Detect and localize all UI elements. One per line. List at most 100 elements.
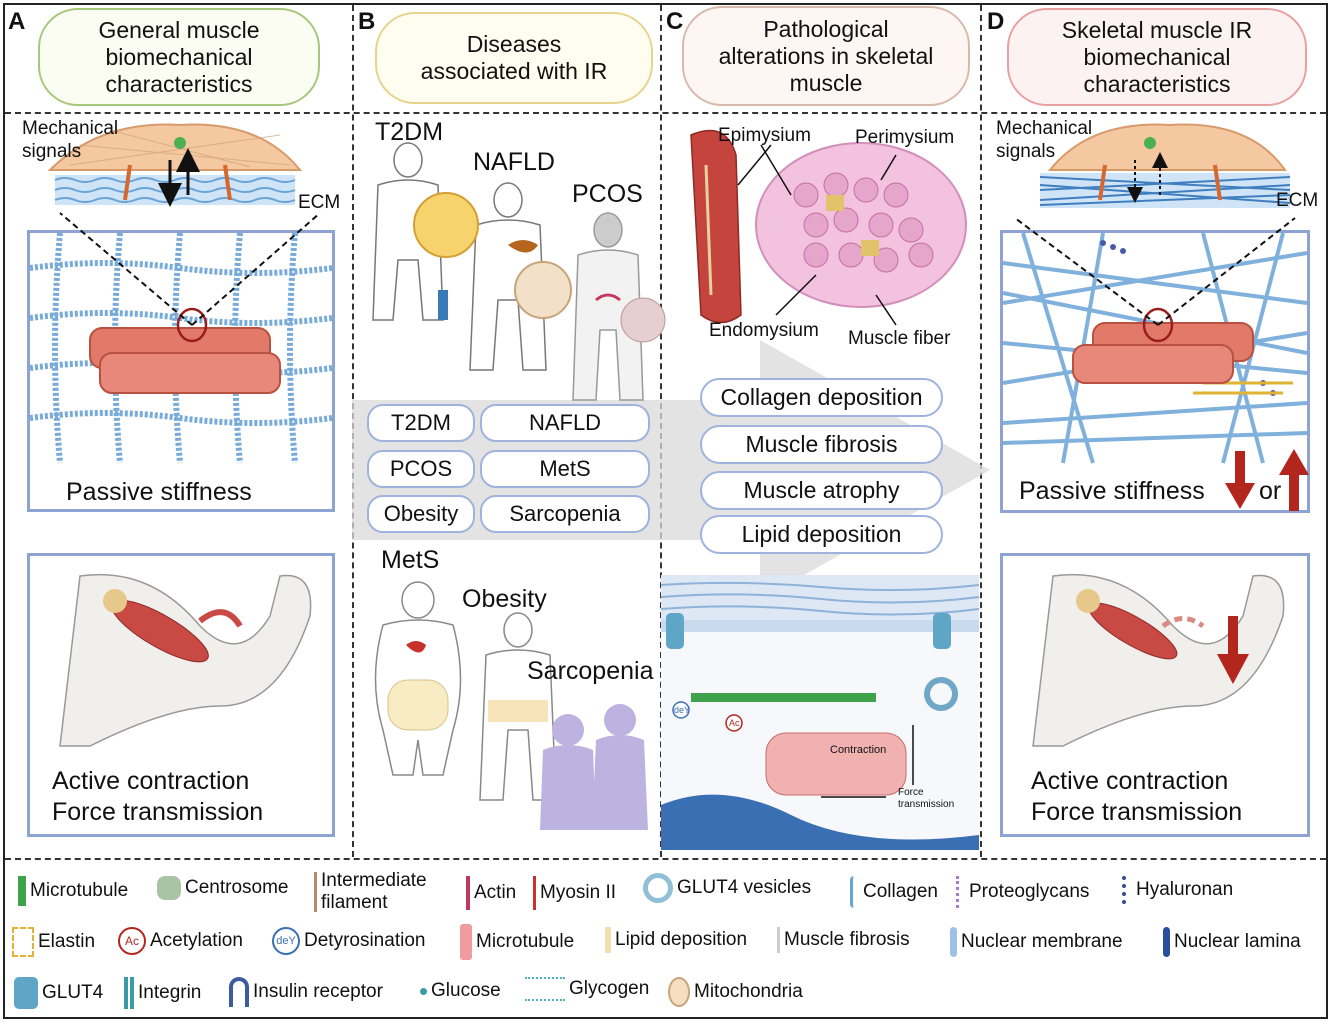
legend-label: Acetylation <box>150 930 243 951</box>
legend-label: Actin <box>474 882 517 903</box>
legend-item-hyaluronan: Hyaluronan <box>1122 876 1233 904</box>
arm-illustration <box>59 573 312 747</box>
force-transmission-label: Force transmission <box>898 787 954 811</box>
legend-label: GLUT4 vesicles <box>677 877 812 898</box>
title-line: Pathological <box>763 15 889 42</box>
title-line: alterations in skeletal <box>718 42 934 69</box>
title-line: biomechanical <box>105 43 253 70</box>
decrease-arrow <box>1225 451 1255 509</box>
insulin-receptor-icon <box>229 977 249 1007</box>
legend-item-mitochondria: Mitochondria <box>668 977 803 1007</box>
muscle-fiber-label: Muscle fiber <box>848 328 951 349</box>
sarcopenia-figure-label: Sarcopenia <box>527 657 654 685</box>
perimysium-label: Perimysium <box>855 127 955 148</box>
glycogen-icon <box>525 977 565 1001</box>
cell-mechanics-illustration <box>660 575 980 850</box>
legend-label: Myosin II <box>540 882 617 903</box>
legend-label: Microtubule <box>476 931 575 952</box>
panel-c-letter: C <box>666 8 684 35</box>
dey-badge: deY <box>674 705 691 715</box>
arm-illustration <box>1032 573 1285 747</box>
label-line: Intermediate <box>321 870 427 891</box>
alteration-tag: Collagen deposition <box>700 378 943 417</box>
endomysium-label: Endomysium <box>709 320 819 341</box>
label-line: Active contraction <box>1031 767 1229 795</box>
legend-item-nuclear-membrane: Nuclear membrane <box>950 927 1123 957</box>
disease-tag: T2DM <box>367 404 475 442</box>
passive-stiffness-label: Passive stiffness <box>66 478 252 506</box>
legend-label: Proteoglycans <box>969 881 1090 902</box>
ecm-label: ECM <box>298 192 341 213</box>
label-line: Mechanical <box>996 118 1093 139</box>
ecm-mesh-illustration <box>29 212 333 464</box>
contraction-label: Contraction <box>830 744 887 756</box>
label-line: signals <box>996 141 1056 162</box>
legend-item-glut4-vesicles: GLUT4 vesicles <box>643 873 811 903</box>
cell-on-ecm-illustration <box>47 123 303 207</box>
panel-a-letter: A <box>8 8 26 35</box>
legend-item-integrin: Integrin <box>124 977 201 1009</box>
muscle-cross-section-illustration <box>690 129 967 326</box>
intermediate-filament-icon <box>314 872 317 912</box>
label-line: Force transmission <box>1031 798 1243 826</box>
legend-item-insulin-receptor: Insulin receptor <box>229 977 383 1007</box>
legend-label: Collagen <box>863 881 938 902</box>
passive-stiffness-label: Passive stiffness <box>1019 477 1205 505</box>
legend-item-acetylation: Ac Acetylation <box>118 927 243 955</box>
legend-item-microtubule-bundle: Microtubule <box>460 924 574 960</box>
legend-item-lipid-deposition: Lipid deposition <box>605 927 747 953</box>
panel-a-title: General muscle biomechanical characteris… <box>38 8 320 106</box>
mechanical-signals-label: Mechanical signals <box>22 117 118 163</box>
disease-tag: MetS <box>480 450 650 488</box>
nuclear-membrane-icon <box>950 927 957 957</box>
mitochondria-icon <box>668 977 690 1007</box>
myosin-icon <box>533 876 536 910</box>
legend-label: Glycogen <box>569 978 650 999</box>
epimysium-label: Epimysium <box>718 125 811 146</box>
legend-label: Hyaluronan <box>1136 879 1234 900</box>
label-line: transmission <box>898 799 955 810</box>
alteration-tag: Muscle atrophy <box>700 471 943 510</box>
nafld-figure-label: NAFLD <box>473 148 555 176</box>
passive-stiffness-box-d: Passive stiffness or <box>1000 217 1310 513</box>
centrosome-icon <box>157 876 181 900</box>
disease-tag: NAFLD <box>480 404 650 442</box>
legend-item-intermediate-filament: Intermediate filament <box>314 870 427 914</box>
legend-item-muscle-fibrosis: Muscle fibrosis <box>777 927 910 953</box>
disease-tag: Obesity <box>367 495 475 533</box>
title-line: associated with IR <box>420 58 608 84</box>
legend-item-glut4: GLUT4 <box>14 977 103 1009</box>
legend-divider <box>5 858 1326 860</box>
lipid-deposition-icon <box>605 927 611 953</box>
label-line: Force transmission <box>52 798 264 826</box>
alteration-tag: Lipid deposition <box>700 515 943 554</box>
legend-label: Elastin <box>38 931 96 952</box>
legend-item-nuclear-lamina: Nuclear lamina <box>1163 927 1301 957</box>
disease-tag: Sarcopenia <box>480 495 650 533</box>
increase-arrow <box>1279 449 1309 511</box>
collagen-icon <box>850 876 859 908</box>
legend-label: Lipid deposition <box>615 929 748 950</box>
active-contraction-label: Active contraction Force transmission <box>52 766 263 828</box>
legend-item-microtubule: Microtubule <box>18 876 128 906</box>
legend-label: Integrin <box>138 982 202 1003</box>
passive-stiffness-box-a: Passive stiffness <box>27 212 335 512</box>
proteoglycan-icon <box>956 876 965 908</box>
legend-item-elastin: Elastin <box>12 927 95 957</box>
microtubule-bundle-icon <box>460 924 472 960</box>
label-line: Active contraction <box>52 767 250 795</box>
panel-b-letter: B <box>358 8 376 35</box>
active-contraction-box-a: Active contraction Force transmission <box>27 553 335 837</box>
title-line: General muscle <box>98 16 260 43</box>
cell-on-stiff-ecm-illustration <box>1039 123 1291 208</box>
legend-label: Muscle fibrosis <box>784 929 910 950</box>
alteration-tag: Muscle fibrosis <box>700 425 943 464</box>
ac-badge: Ac <box>729 718 740 728</box>
legend-label: Microtubule <box>30 880 129 901</box>
glut4-vesicle-icon <box>643 873 673 903</box>
acetylation-icon: Ac <box>118 927 146 955</box>
legend-item-actin: Actin <box>466 876 516 910</box>
disease-figures-top <box>372 142 666 401</box>
glucose-icon <box>420 987 427 995</box>
detyrosination-icon: deY <box>272 927 300 955</box>
